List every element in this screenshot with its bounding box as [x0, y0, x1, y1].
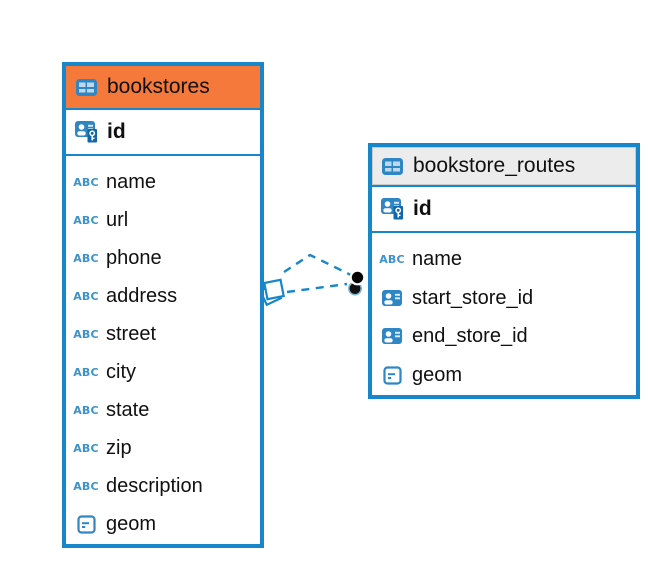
entity-table-bookstores[interactable]: bookstores id ABC na: [62, 62, 264, 548]
column-row[interactable]: ABC description: [66, 468, 260, 506]
abc-icon: ABC: [73, 251, 99, 265]
column-name: geom: [106, 513, 157, 536]
column-row[interactable]: geom: [66, 506, 260, 544]
relationship-target-marker-dots-icon[interactable]: [347, 269, 366, 296]
primary-key-row[interactable]: id: [66, 110, 260, 156]
column-name: url: [106, 208, 129, 231]
column-name: name: [106, 170, 157, 193]
table-title: bookstore_routes: [413, 154, 576, 177]
abc-icon: ABC: [379, 252, 405, 266]
primary-key-row[interactable]: id: [372, 187, 636, 233]
abc-icon: ABC: [73, 366, 99, 380]
column-row[interactable]: ABC name: [372, 240, 636, 279]
relationship-line[interactable]: [283, 253, 352, 277]
column-row[interactable]: end_store_id: [372, 318, 636, 357]
person-icon: [379, 328, 405, 345]
geometry-icon: [379, 366, 405, 385]
person-key-icon: [73, 121, 99, 143]
column-row[interactable]: ABC name: [66, 163, 260, 201]
column-row[interactable]: ABC url: [66, 201, 260, 239]
column-name: phone: [106, 246, 162, 269]
column-row[interactable]: ABC address: [66, 277, 260, 315]
column-row[interactable]: ABC phone: [66, 239, 260, 277]
abc-icon: ABC: [73, 175, 99, 189]
column-list: ABC name ABC url ABC phone ABC address A…: [66, 156, 260, 544]
person-icon: [379, 289, 405, 307]
table-header[interactable]: bookstores: [66, 66, 260, 110]
column-row[interactable]: start_store_id: [372, 279, 636, 318]
relationship-line[interactable]: [286, 282, 348, 294]
person-key-icon: [379, 198, 405, 220]
column-name: state: [106, 399, 150, 422]
column-name: city: [106, 361, 136, 384]
column-name: name: [412, 247, 463, 270]
column-row[interactable]: ABC street: [66, 315, 260, 353]
column-name: description: [106, 475, 203, 498]
column-name: zip: [106, 437, 132, 460]
column-name: address: [106, 284, 178, 307]
primary-key-name: id: [107, 120, 126, 143]
table-icon: [73, 78, 99, 97]
table-header[interactable]: bookstore_routes: [372, 147, 636, 187]
column-name: street: [106, 322, 157, 345]
column-row[interactable]: ABC state: [66, 392, 260, 430]
abc-icon: ABC: [73, 327, 99, 341]
column-row[interactable]: ABC city: [66, 353, 260, 391]
abc-icon: ABC: [73, 213, 99, 227]
table-title: bookstores: [107, 75, 210, 98]
primary-key-name: id: [413, 197, 432, 220]
column-row[interactable]: ABC zip: [66, 430, 260, 468]
table-icon: [379, 157, 405, 176]
column-row[interactable]: geom: [372, 356, 636, 395]
column-list: ABC name start_store_id: [372, 233, 636, 395]
column-name: end_store_id: [412, 325, 528, 348]
column-name: start_store_id: [412, 286, 534, 309]
geometry-icon: [73, 515, 99, 534]
abc-icon: ABC: [73, 480, 99, 494]
abc-icon: ABC: [73, 289, 99, 303]
column-name: geom: [412, 364, 463, 387]
abc-icon: ABC: [73, 404, 99, 418]
abc-icon: ABC: [73, 442, 99, 456]
entity-table-bookstore-routes[interactable]: bookstore_routes id ABC: [368, 143, 640, 399]
